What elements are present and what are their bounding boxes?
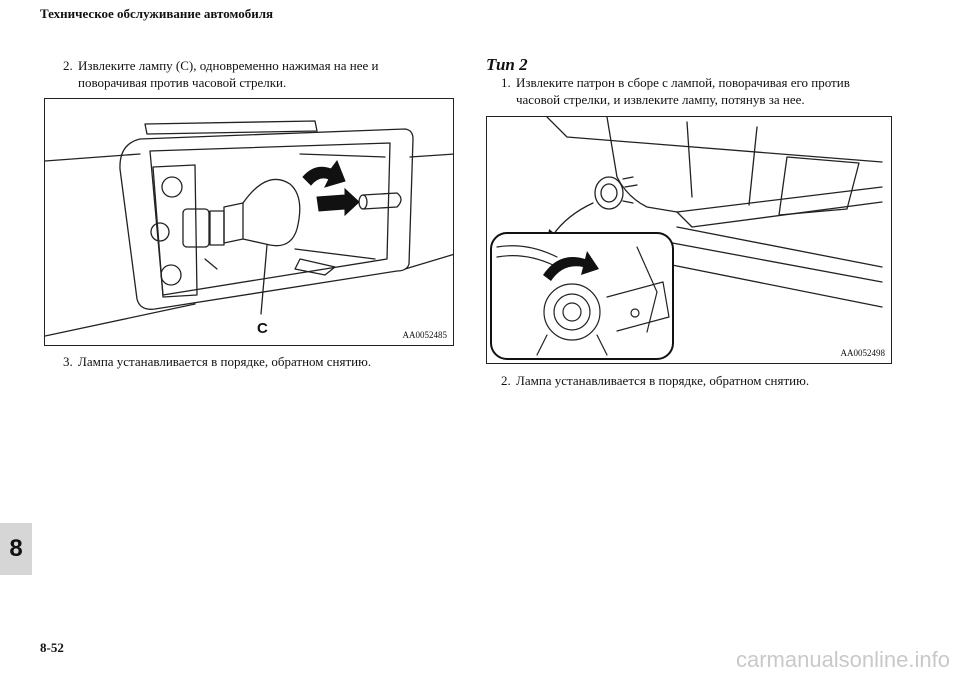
step-2-install-bulb: 2. Лампа устанавливается в порядке, обра… xyxy=(501,372,891,389)
figure-bulb-removal: C AA0052485 xyxy=(44,98,454,346)
callout-c-label: C xyxy=(257,320,268,337)
step-number: 2. xyxy=(501,373,511,388)
watermark: carmanualsonline.info xyxy=(735,647,950,672)
figure-code: AA0052498 xyxy=(840,348,886,358)
step-3-install-bulb: 3. Лампа устанавливается в порядке, обра… xyxy=(63,353,443,370)
step-text: Лампа устанавливается в порядке, обратно… xyxy=(78,354,372,369)
chapter-tab: 8 xyxy=(0,523,32,575)
bulb-removal-illustration: C xyxy=(45,120,453,337)
step-2-remove-bulb: 2. Извлеките лампу (С), одновременно наж… xyxy=(63,57,443,91)
step-number: 3. xyxy=(63,354,73,369)
socket-removal-illustration xyxy=(490,117,883,360)
figure-code: AA0052485 xyxy=(402,330,448,340)
figure-socket-removal: AA0052498 xyxy=(486,116,892,364)
step-1-remove-socket: 1. Извлеките патрон в сборе с лампой, по… xyxy=(501,74,891,108)
page-number: 8-52 xyxy=(40,640,64,655)
page-header: Техническое обслуживание автомобиля xyxy=(40,6,274,21)
type-heading: Тип 2 xyxy=(486,55,528,74)
step-number: 2. xyxy=(63,58,73,73)
step-text: Лампа устанавливается в порядке, обратно… xyxy=(516,373,810,388)
step-text: Извлеките патрон в сборе с лампой, повор… xyxy=(516,75,850,107)
step-text: Извлеките лампу (С), одновременно нажима… xyxy=(78,58,379,90)
step-number: 1. xyxy=(501,75,511,90)
